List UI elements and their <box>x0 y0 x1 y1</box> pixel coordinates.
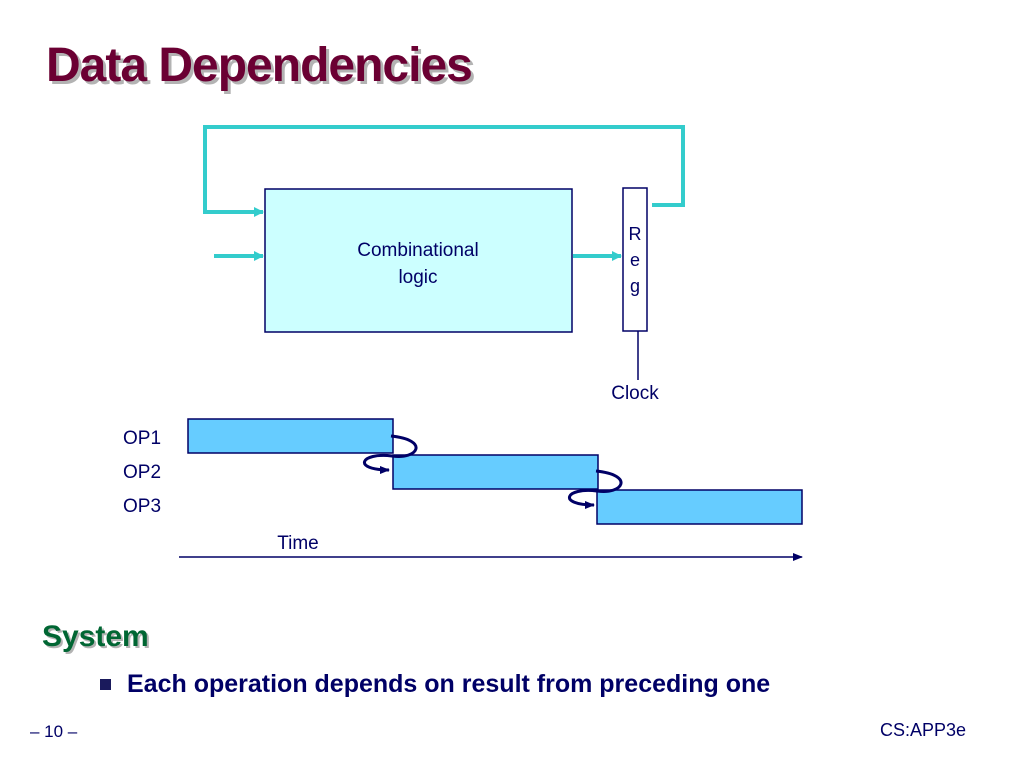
dependency-arrow-op2-op3 <box>568 469 623 509</box>
op3-label: OP3 <box>123 496 161 517</box>
slide-title: Data Dependencies <box>46 39 473 92</box>
op2-label: OP2 <box>123 462 161 483</box>
time-label: Time <box>277 533 319 554</box>
op1-bar <box>187 418 394 454</box>
footer-label: CS:APP3e <box>879 720 966 740</box>
dependency-arrow-op1-op2 <box>363 434 418 474</box>
register-letter-g: g <box>630 276 640 296</box>
register-block <box>622 187 648 332</box>
register-letter-e: e <box>630 250 640 270</box>
op2-bar <box>392 454 599 490</box>
clock-label: Clock <box>611 383 659 404</box>
section-heading: System <box>42 620 149 653</box>
logic-label-line2: logic <box>398 267 437 288</box>
bullet-item: Each operation depends on result from pr… <box>100 670 770 699</box>
op3-bar <box>596 489 803 525</box>
feedback-wire <box>203 125 685 217</box>
page-number: – 10 – <box>30 722 78 741</box>
combinational-logic-block <box>264 188 573 333</box>
logic-label-line1: Combinational <box>357 240 478 261</box>
bullet-square-icon <box>100 679 111 690</box>
bullet-text: Each operation depends on result from pr… <box>127 670 771 698</box>
op1-label: OP1 <box>123 428 161 449</box>
register-letter-r: R <box>629 224 642 244</box>
